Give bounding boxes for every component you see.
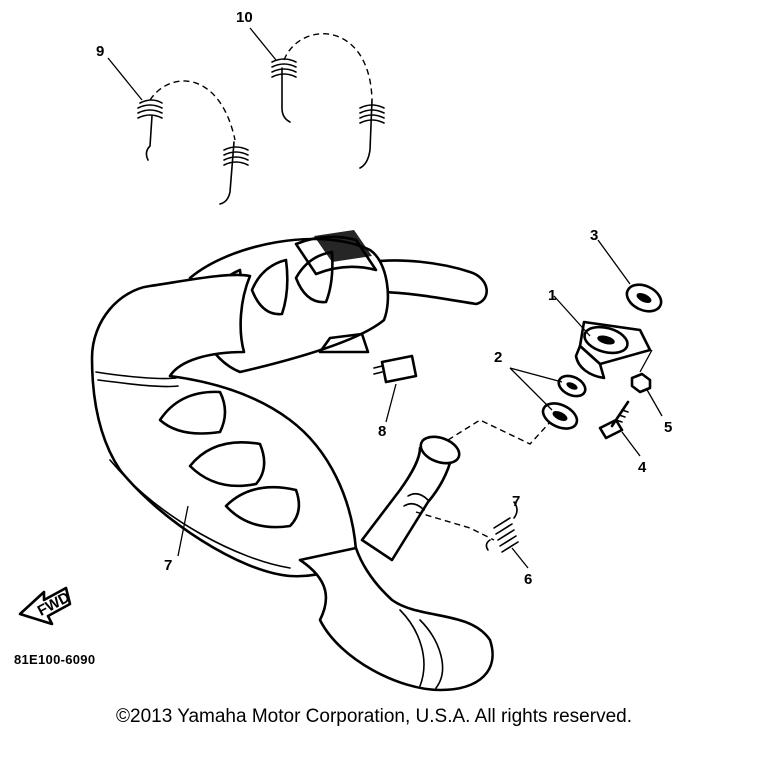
washer-3 [625, 283, 663, 313]
callout-6: 6 [524, 571, 532, 588]
spring-10 [271, 33, 385, 169]
spring-6 [485, 501, 519, 553]
callout-1: 1 [548, 287, 556, 304]
callout-10: 10 [236, 9, 253, 26]
callout-2: 2 [494, 349, 502, 366]
front-pipe [360, 435, 461, 562]
alignment-line-gasket [447, 419, 553, 445]
callout-9: 9 [96, 43, 104, 60]
leader-lines [107, 27, 663, 569]
clamp-8 [373, 354, 418, 384]
copyright-notice: ©2013 Yamaha Motor Corporation, U.S.A. A… [116, 706, 632, 727]
nut-5 [630, 349, 653, 394]
callout-7-spring: 7 [512, 493, 520, 510]
gasket-2 [541, 374, 587, 430]
bolt-4 [598, 400, 630, 440]
alignment-line-spring [415, 511, 495, 541]
callout-8: 8 [378, 423, 386, 440]
callout-3: 3 [590, 227, 598, 244]
muffler [90, 230, 494, 692]
callout-7-muffler: 7 [164, 557, 172, 574]
diagram-part-code: 81E100-6090 [14, 652, 96, 667]
front-direction-arrow: FWD [18, 586, 73, 626]
spring-9 [137, 80, 249, 205]
callout-5: 5 [664, 419, 672, 436]
manifold-flange-1 [574, 320, 652, 380]
callout-4: 4 [638, 459, 647, 476]
